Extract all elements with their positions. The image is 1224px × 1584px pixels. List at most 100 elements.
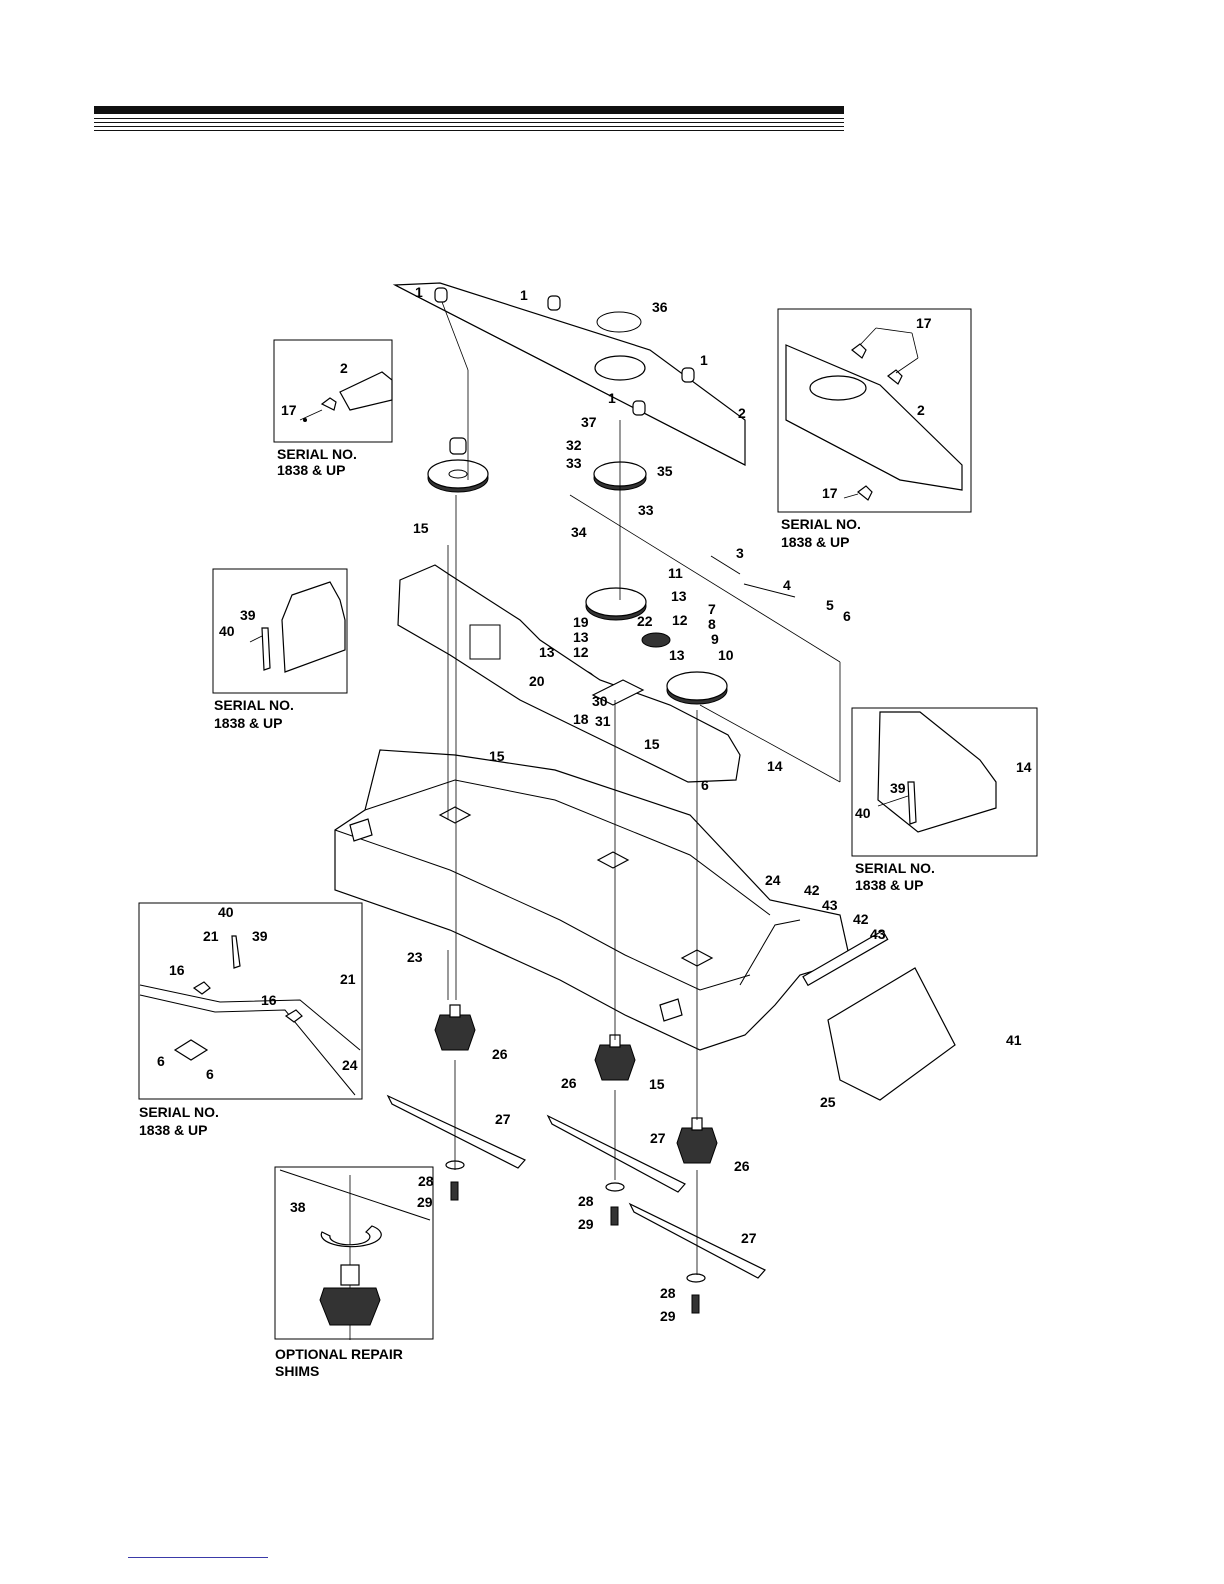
part-callout-23: 23 <box>407 949 423 965</box>
part-callout-4: 4 <box>783 577 791 593</box>
part-callout-15: 15 <box>489 748 505 764</box>
part-callout-37: 37 <box>581 414 597 430</box>
belt-guard <box>397 564 741 783</box>
inset-caption: 1838 & UP <box>277 462 345 478</box>
inset-callout: 16 <box>261 992 277 1008</box>
part-callout-7: 7 <box>708 601 716 617</box>
inset-callout: 6 <box>157 1053 165 1069</box>
part-callout-29: 29 <box>417 1194 433 1210</box>
inset-callout: 39 <box>890 780 906 796</box>
part-callout-24: 24 <box>765 872 781 888</box>
part-callout-13: 13 <box>671 588 687 604</box>
part-callout-6: 6 <box>701 777 709 793</box>
part-callout-28: 28 <box>418 1173 434 1189</box>
part-callout-1: 1 <box>700 352 708 368</box>
inset-callout: 21 <box>340 971 356 987</box>
part-callout-32: 32 <box>566 437 582 453</box>
inset-callout: 39 <box>240 607 256 623</box>
part-callout-1: 1 <box>608 390 616 406</box>
inset-callout: 6 <box>206 1066 214 1082</box>
part-callout-15: 15 <box>649 1076 665 1092</box>
inset-callout: 38 <box>290 1199 306 1215</box>
inset-caption: SHIMS <box>275 1363 319 1379</box>
part-callout-29: 29 <box>660 1308 676 1324</box>
part-callout-13: 13 <box>573 629 589 645</box>
inset-callout: 40 <box>218 904 234 920</box>
part-callout-20: 20 <box>529 673 545 689</box>
inset-caption: SERIAL NO. <box>781 516 861 532</box>
part-callout-6: 6 <box>843 608 851 624</box>
part-callout-1: 1 <box>520 287 528 303</box>
part-callout-9: 9 <box>711 631 719 647</box>
part-callout-10: 10 <box>718 647 734 663</box>
belt-cover <box>392 282 746 466</box>
inset-callout: 17 <box>281 402 297 418</box>
part-callout-25: 25 <box>820 1094 836 1110</box>
part-callout-27: 27 <box>741 1230 757 1246</box>
part-callout-2: 2 <box>738 405 746 421</box>
header-rule-line <box>94 126 844 127</box>
part-callout-36: 36 <box>652 299 668 315</box>
part-callout-42: 42 <box>853 911 869 927</box>
part-callout-1: 1 <box>415 284 423 300</box>
part-callout-31: 31 <box>595 713 611 729</box>
part-callout-3: 3 <box>736 545 744 561</box>
inset-callout: 16 <box>169 962 185 978</box>
part-callout-26: 26 <box>492 1046 508 1062</box>
inset-callout: 17 <box>916 315 932 331</box>
part-callout-33: 33 <box>638 502 654 518</box>
part-callout-13: 13 <box>669 647 685 663</box>
part-callout-26: 26 <box>734 1158 750 1174</box>
part-callout-42: 42 <box>804 882 820 898</box>
part-callout-14: 14 <box>767 758 783 774</box>
inset-caption: 1838 & UP <box>214 715 282 731</box>
inset-top-right: 17 2 17 <box>777 308 972 513</box>
header-rule-line <box>94 130 844 131</box>
inset-caption: SERIAL NO. <box>139 1104 219 1120</box>
part-callout-43: 43 <box>822 897 838 913</box>
header-rule <box>94 106 844 114</box>
hidden-lines <box>441 301 841 1275</box>
part-callout-28: 28 <box>578 1193 594 1209</box>
inset-callout: 17 <box>822 485 838 501</box>
part-callout-12: 12 <box>672 612 688 628</box>
part-callout-34: 34 <box>571 524 587 540</box>
inset-caption: SERIAL NO. <box>214 697 294 713</box>
inset-callout: 39 <box>252 928 268 944</box>
part-callout-27: 27 <box>495 1111 511 1127</box>
inset-lower-left: 40 21 39 16 16 21 6 6 24 <box>138 902 363 1100</box>
part-callout-8: 8 <box>708 616 716 632</box>
header-rule-line <box>94 118 844 119</box>
inset-callout: 21 <box>203 928 219 944</box>
part-callout-19: 19 <box>573 614 589 630</box>
part-callout-22: 22 <box>637 613 653 629</box>
part-callout-27: 27 <box>650 1130 666 1146</box>
part-callout-11: 11 <box>668 565 683 581</box>
inset-shims: 38 <box>274 1166 434 1340</box>
part-callout-29: 29 <box>578 1216 594 1232</box>
part-callout-33: 33 <box>566 455 582 471</box>
part-callout-13: 13 <box>539 644 555 660</box>
inset-mid-right: 14 39 40 <box>851 707 1038 857</box>
part-callout-15: 15 <box>413 520 429 536</box>
pulleys <box>427 437 796 705</box>
part-callout-30: 30 <box>592 693 608 709</box>
part-callout-35: 35 <box>657 463 673 479</box>
spindles-and-blades <box>386 1004 766 1314</box>
footer-link-underline <box>128 1557 268 1558</box>
inset-mid-left: 39 40 <box>212 568 348 694</box>
chute <box>802 929 956 1101</box>
inset-top-left: 2 17 <box>273 339 393 443</box>
part-callout-12: 12 <box>573 644 589 660</box>
inset-caption: 1838 & UP <box>781 534 849 550</box>
inset-caption: SERIAL NO. <box>855 860 935 876</box>
inset-callout: 2 <box>340 360 348 376</box>
inset-caption: OPTIONAL REPAIR <box>275 1346 403 1362</box>
part-callout-43: 43 <box>870 926 886 942</box>
inset-callout: 40 <box>855 805 871 821</box>
part-callout-5: 5 <box>826 597 834 613</box>
inset-callout: 24 <box>342 1057 358 1073</box>
